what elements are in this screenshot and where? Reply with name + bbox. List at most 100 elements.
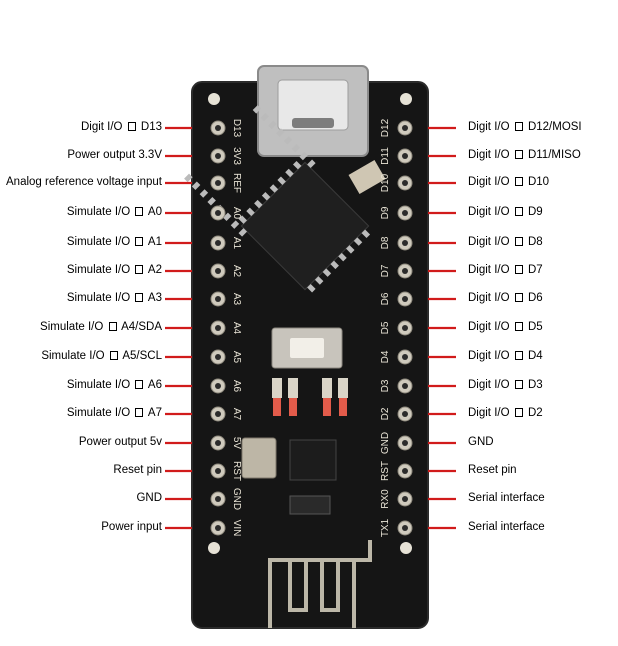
- right-pin-hole: [402, 153, 408, 159]
- right-pin-label: Digit I/O D9: [468, 205, 543, 219]
- label-pin: A3: [145, 292, 162, 304]
- right-silk-label: D6: [380, 292, 391, 305]
- right-silk-label: D10: [380, 173, 391, 192]
- left-pin-label: Simulate I/O A6: [67, 378, 162, 392]
- right-silk-label: D9: [380, 206, 391, 219]
- left-pin-label: Simulate I/O A0: [67, 205, 162, 219]
- pcb-antenna: [268, 540, 372, 628]
- right-pin-label: Serial interface: [468, 520, 545, 534]
- left-pin-hole: [215, 240, 221, 246]
- label-prefix: Digit: [468, 292, 492, 304]
- label-prefix: GND: [468, 436, 494, 448]
- left-pin-label: Power output 5v: [79, 435, 162, 449]
- left-silk-label: A7: [231, 408, 242, 421]
- right-pin-label: Digit I/O D12/MOSI: [468, 120, 582, 134]
- box-glyph-icon: [514, 293, 523, 302]
- label-prefix: Digit: [468, 264, 492, 276]
- left-pin-label: GND: [136, 491, 162, 505]
- label-io: I/O: [491, 206, 513, 218]
- box-glyph-icon: [514, 150, 523, 159]
- label-prefix: Power output 5v: [78, 436, 162, 448]
- label-pin: A1: [145, 236, 162, 248]
- box-glyph-icon: [135, 207, 144, 216]
- left-pin-hole: [215, 411, 221, 417]
- label-pin: A4/SDA: [118, 321, 162, 333]
- regulator: [289, 495, 331, 515]
- label-prefix: Simulate: [41, 350, 87, 362]
- right-silk-label: TX1: [380, 518, 391, 537]
- box-glyph-icon: [135, 380, 144, 389]
- right-silk-label: D8: [380, 236, 391, 249]
- usb-chip: [289, 439, 337, 481]
- left-pin-label: Simulate I/O A7: [67, 406, 162, 420]
- label-pin: D13: [137, 121, 162, 133]
- box-glyph-icon: [135, 237, 144, 246]
- left-pin-hole: [215, 354, 221, 360]
- left-pin-label: Simulate I/O A4/SDA: [40, 320, 162, 334]
- left-pin-hole: [215, 383, 221, 389]
- label-prefix: Digit: [80, 121, 104, 133]
- right-pin-label: Digit I/O D3: [468, 378, 543, 392]
- left-silk-label: RST: [231, 461, 242, 481]
- left-pin-hole: [215, 153, 221, 159]
- label-pin: A5/SCL: [119, 350, 162, 362]
- label-prefix: Simulate: [66, 206, 112, 218]
- label-prefix: Digit: [468, 407, 492, 419]
- leds: [272, 378, 348, 416]
- box-glyph-icon: [514, 380, 523, 389]
- box-glyph-icon: [514, 265, 523, 274]
- label-prefix: Simulate: [66, 236, 112, 248]
- right-silk-label: GND: [380, 432, 391, 454]
- right-pin-label: GND: [468, 435, 494, 449]
- right-pin-label: Digit I/O D2: [468, 406, 543, 420]
- label-pin: A7: [145, 407, 162, 419]
- left-silk-label: A0: [231, 207, 242, 220]
- right-pin-hole: [402, 268, 408, 274]
- label-io: I/O: [103, 121, 126, 133]
- label-pin: D6: [524, 292, 543, 304]
- left-silk-label: GND: [231, 488, 242, 510]
- label-prefix: Serial interface: [468, 492, 545, 504]
- label-prefix: Power input: [101, 521, 162, 533]
- label-prefix: Analog reference voltage input: [6, 176, 162, 188]
- right-pin-label: Digit I/O D7: [468, 263, 543, 277]
- left-pin-label: Simulate I/O A1: [67, 235, 162, 249]
- label-io: I/O: [491, 292, 513, 304]
- right-silk-label: D4: [380, 350, 391, 363]
- right-silk-label: D2: [380, 407, 391, 420]
- box-glyph-icon: [514, 122, 523, 131]
- right-silk-label: D7: [380, 264, 391, 277]
- left-silk-label: A1: [231, 237, 242, 250]
- right-silk-label: RX0: [380, 489, 391, 509]
- right-pin-label: Digit I/O D11/MISO: [468, 148, 581, 162]
- label-io: I/O: [491, 264, 513, 276]
- label-prefix: GND: [136, 492, 162, 504]
- label-prefix: Digit: [468, 176, 492, 188]
- left-header-pins: [210, 120, 226, 536]
- right-pin-label: Digit I/O D6: [468, 291, 543, 305]
- left-silk-label: REF: [231, 173, 242, 193]
- left-pin-hole: [215, 440, 221, 446]
- label-io: I/O: [111, 407, 134, 419]
- label-prefix: Digit: [468, 350, 492, 362]
- left-pin-hole: [215, 180, 221, 186]
- label-prefix: Serial interface: [468, 521, 545, 533]
- label-io: I/O: [491, 176, 513, 188]
- label-prefix: Reset pin: [113, 464, 162, 476]
- usb-c-opening: [277, 79, 349, 131]
- capacitor: [348, 159, 386, 195]
- left-pin-label: Simulate I/O A3: [67, 291, 162, 305]
- right-pin-hole: [402, 325, 408, 331]
- box-glyph-icon: [514, 351, 523, 360]
- label-prefix: Simulate: [66, 407, 112, 419]
- left-pin-hole: [215, 268, 221, 274]
- mount-hole-tl: [208, 93, 220, 105]
- box-glyph-icon: [514, 237, 523, 246]
- label-io: I/O: [111, 264, 134, 276]
- left-pin-hole: [215, 125, 221, 131]
- right-pin-label: Digit I/O D10: [468, 175, 549, 189]
- mount-hole-bl: [208, 542, 220, 554]
- label-prefix: Digit: [468, 206, 492, 218]
